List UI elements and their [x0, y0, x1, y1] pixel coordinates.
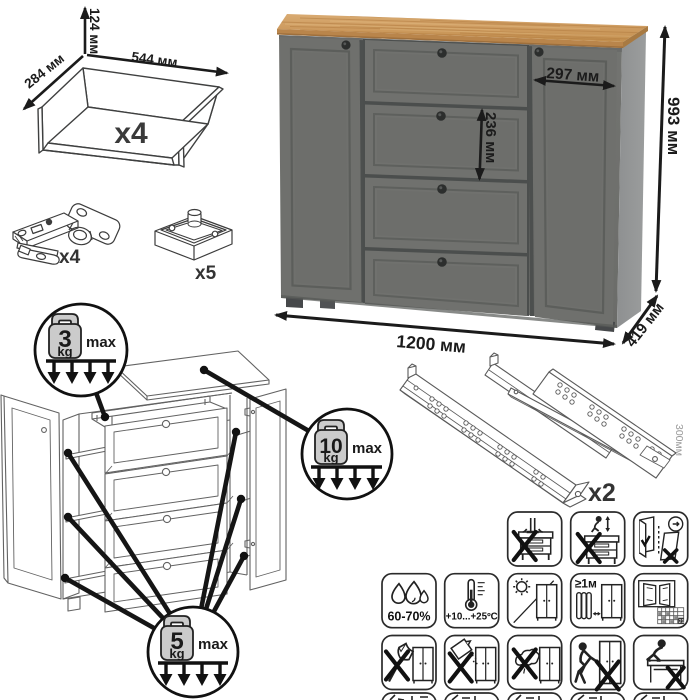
svg-text:max: max: [198, 636, 229, 653]
svg-text:max: max: [352, 440, 383, 457]
svg-text:x4: x4: [114, 117, 148, 150]
svg-text:10: 10: [319, 435, 342, 458]
svg-text:kg: kg: [169, 646, 184, 661]
svg-text:max: max: [86, 334, 117, 351]
svg-text:60-70%: 60-70%: [387, 610, 430, 624]
svg-text:kg: kg: [57, 344, 72, 359]
svg-text:3: 3: [58, 326, 71, 353]
svg-text:x2: x2: [588, 479, 616, 507]
svg-text:300мм: 300мм: [673, 424, 685, 456]
svg-text:544 мм: 544 мм: [131, 49, 179, 70]
svg-text:21: 21: [679, 619, 685, 625]
svg-text:297 мм: 297 мм: [546, 65, 600, 86]
svg-text:284 мм: 284 мм: [22, 51, 68, 92]
svg-text:124 мм: 124 мм: [87, 8, 102, 54]
svg-text:≥1м: ≥1м: [575, 577, 597, 591]
svg-text:236 мм: 236 мм: [482, 112, 499, 163]
svg-text:x4: x4: [59, 247, 81, 268]
svg-text:1200 мм: 1200 мм: [396, 331, 467, 357]
svg-text:kg: kg: [323, 450, 338, 465]
svg-text:+10...+25ºC: +10...+25ºC: [446, 612, 498, 623]
svg-text:993 мм: 993 мм: [664, 97, 683, 155]
svg-text:5: 5: [170, 628, 183, 655]
svg-text:x5: x5: [195, 263, 217, 284]
